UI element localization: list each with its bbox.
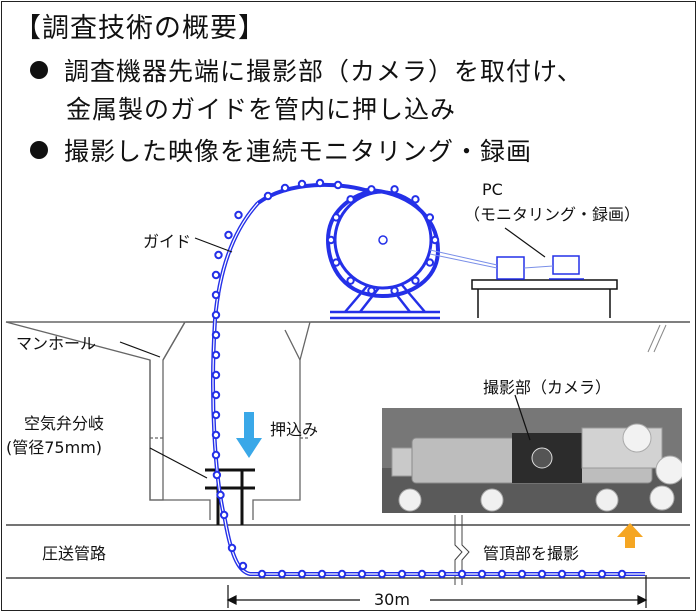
- leader-lines: [119, 227, 546, 479]
- up-arrow-icon: [617, 523, 643, 548]
- ground-hatch: [647, 324, 667, 353]
- pc-sublabel: （モニタリング・録画）: [464, 205, 641, 224]
- camera-photo: [382, 408, 682, 513]
- pipe-diameter-label: (管径75mm): [6, 438, 103, 457]
- table: [471, 279, 618, 318]
- guide-chain-highlight: [212, 202, 645, 575]
- air-valve-label: 空気弁分岐: [24, 414, 105, 433]
- reel-hub: [378, 235, 388, 245]
- bullet-text-2: 撮影した映像を連続モニタリング・録画: [64, 137, 533, 166]
- pc-label: PC: [482, 180, 503, 199]
- manhole-structure: [5, 321, 311, 520]
- pipe-break-mark: [454, 515, 470, 585]
- figure-title: 【調査技術の概要】: [14, 13, 266, 44]
- manhole-label: マンホール: [16, 334, 97, 353]
- bullet-dot-icon: [30, 141, 48, 159]
- bullet-dot-icon: [30, 61, 48, 79]
- pc-equipment: [496, 255, 584, 280]
- camera-label: 撮影部（カメラ）: [483, 378, 612, 397]
- push-down-arrow-icon: [236, 412, 262, 458]
- guide-beads: [211, 178, 627, 579]
- guide-label: ガイド: [143, 232, 192, 251]
- distance-label-bg: [360, 590, 430, 610]
- pipe-label: 圧送管路: [42, 544, 107, 563]
- distance-dimension: [226, 575, 648, 608]
- pc-cable: [429, 249, 554, 269]
- bullet-text-1-cont: 金属製のガイドを管内に押し込み: [66, 95, 457, 124]
- bullet-text-1: 調査機器先端に撮影部（カメラ）を取付け、: [64, 57, 583, 86]
- push-label: 押込み: [270, 420, 319, 439]
- shoot-top-label: 管頂部を撮影: [483, 544, 580, 563]
- bullet-item-1: 調査機器先端に撮影部（カメラ）を取付け、: [30, 52, 583, 88]
- air-valve-fitting: [205, 468, 255, 525]
- distance-label: 30m: [374, 590, 410, 609]
- bullet-item-2: 撮影した映像を連続モニタリング・録画: [30, 132, 532, 168]
